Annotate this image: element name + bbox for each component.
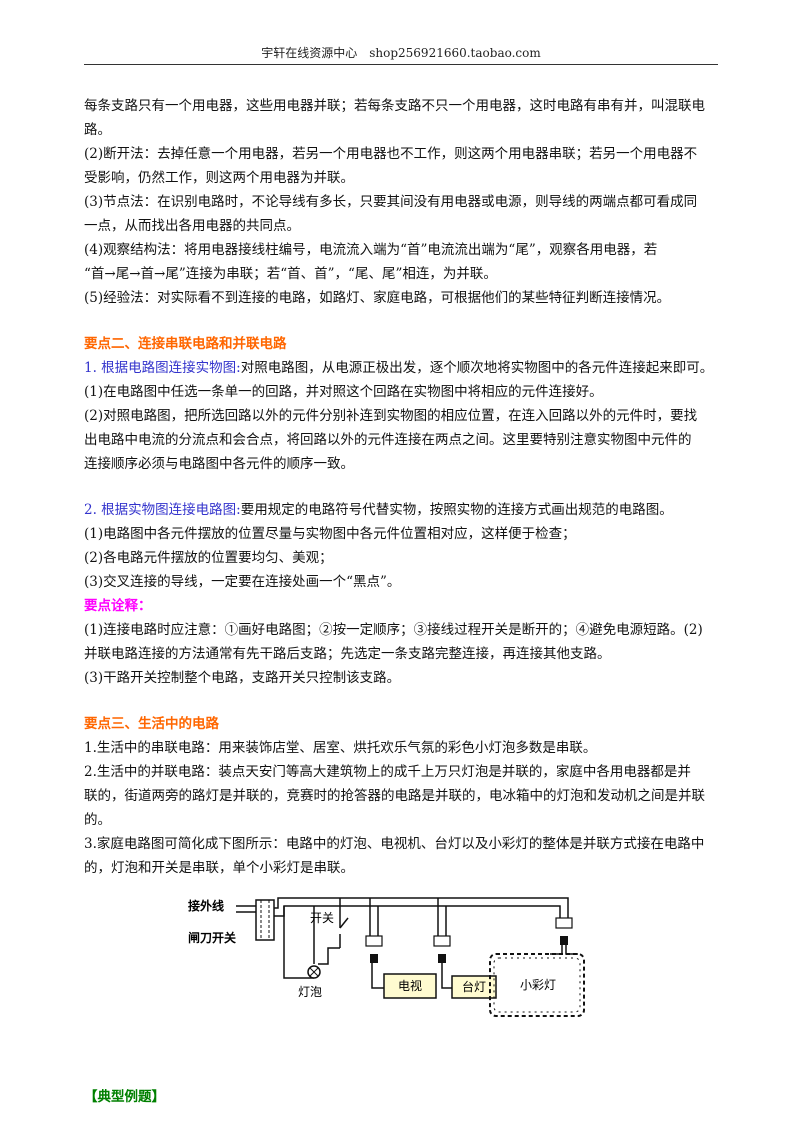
lamp-cord [441, 963, 452, 989]
paragraph-line: “首→尾→首→尾”连接为串联；若“首、首”，“尾、尾”相连，为并联。 [84, 266, 497, 282]
paragraph-line: (4)观察结构法：将用电器接线柱编号，电流流入端为“首”电流流出端为“尾”，观察… [84, 242, 658, 258]
paragraph-line: (2)各电路元件摆放的位置要均匀、美观； [84, 550, 333, 566]
tv-box [383, 973, 437, 999]
xmas-light-loop [493, 957, 581, 1013]
item-2-text: 要用规定的电路符号代替实物，按照实物的连接方式画出规范的电路图。 [240, 502, 673, 518]
paragraph-line: 联的，街道两旁的路灯是并联的，竞赛时的抢答器的电路是并联的，电冰箱中的灯泡和发动… [84, 788, 705, 804]
label-xmas-lights: 小彩灯 [520, 978, 556, 992]
header-text: 宇轩在线资源中心 shop256921660.taobao.com [261, 46, 541, 60]
label-lamp: 台灯 [462, 979, 486, 994]
label-switch: 开关 [310, 911, 334, 925]
section-title: 要点三、生活中的电路 [84, 716, 219, 732]
switch-wire [318, 947, 340, 965]
page-header: 宇轩在线资源中心 shop256921660.taobao.com [84, 42, 718, 65]
paragraph-line: 3.家庭电路图可简化成下图所示：电路中的灯泡、电视机、台灯以及小彩灯的整体是并联… [84, 836, 705, 852]
knife-switch-box [255, 899, 275, 941]
bulb-branch-wire [283, 906, 314, 979]
paragraph-line: 每条支路只有一个用电器，这些用电器并联；若每条支路不只一个用电器，这时电路有串有… [84, 98, 705, 114]
paragraph-line: 1.生活中的串联电路：用来装饰店堂、居室、烘托欢乐气氛的彩色小灯泡多数是串联。 [84, 740, 597, 756]
switch-lever [339, 917, 349, 929]
lamp-plug [438, 954, 446, 963]
paragraph-line: (1)电路图中各元件摆放的位置尽量与实物图中各元件位置相对应，这样便于检查； [84, 526, 576, 542]
xmas-plug [560, 936, 568, 945]
tv-cord [371, 963, 384, 989]
paragraph-line: (3)节点法：在识别电路时，不论导线有多长，只要其间没有用电器或电源，则导线的两… [84, 194, 698, 210]
paragraph-line: 受影响，仍然工作，则这两个用电器为并联。 [84, 170, 354, 186]
paragraph-line: (3)交叉连接的导线，一定要在连接处画一个“黑点”。 [84, 574, 401, 590]
lamp-socket [433, 935, 451, 947]
section-title: 要点二、连接串联电路和并联电路 [84, 336, 287, 352]
section-daily-circuits: 要点三、生活中的电路 1.生活中的串联电路：用来装饰店堂、居室、烘托欢乐气氛的彩… [84, 712, 718, 880]
item-1-label: 1. 根据电路图连接实物图: [84, 360, 241, 376]
item-1-text: 对照电路图，从电源正极出发，逐个顺次地将实物图中的各元件连接起来即可。 [240, 360, 714, 376]
item-2: 2. 根据实物图连接电路图:要用规定的电路符号代替实物，按照实物的连接方式画出规… [84, 498, 718, 522]
item-1: 1. 根据电路图连接实物图:对照电路图，从电源正极出发，逐个顺次地将实物图中的各… [84, 356, 718, 380]
tv-plug [370, 954, 378, 963]
paragraph-line: 路。 [84, 122, 111, 138]
paragraph-line: (3)干路开关控制整个电路，支路开关只控制该支路。 [84, 670, 401, 686]
label-knife-switch: 闸刀开关 [188, 930, 236, 945]
item-2-label: 2. 根据实物图连接电路图: [84, 502, 241, 518]
xmas-light-loop [489, 953, 585, 1017]
circuit-diagram: 接外线 闸刀开关 灯泡 开关 [188, 897, 585, 1017]
paragraph-line: (2)断开法：去掉任意一个用电器，若另一个用电器也不工作，则这两个用电器串联；若… [84, 146, 698, 162]
section-connect-circuits: 要点二、连接串联电路和并联电路 1. 根据电路图连接实物图:对照电路图，从电源正… [84, 332, 718, 690]
tv-socket [365, 935, 383, 947]
lamp-box [451, 975, 497, 999]
section-identification-methods: 每条支路只有一个用电器，这些用电器并联；若每条支路不只一个用电器，这时电路有串有… [84, 94, 718, 310]
paragraph-line: (5)经验法：对实际看不到连接的电路，如路灯、家庭电路，可根据他们的某些特征判断… [84, 290, 671, 306]
paragraph-line: 连接顺序必须与电路图中各元件的顺序一致。 [84, 456, 354, 472]
label-external-wire: 接外线 [188, 898, 224, 913]
paragraph-line: 并联电路连接的方法通常有先干路后支路；先选定一条支路完整连接，再连接其他支路。 [84, 646, 611, 662]
xmas-cord [550, 945, 563, 955]
paragraph-line: 2.生活中的并联电路：装点天安门等高大建筑物上的成千上万只灯泡是并联的，家庭中各… [84, 764, 691, 780]
typical-examples-title: 【典型例题】 [84, 1089, 165, 1105]
xmas-cord [565, 945, 578, 955]
page-content: 每条支路只有一个用电器，这些用电器并联；若每条支路不只一个用电器，这时电路有串有… [84, 94, 718, 1109]
label-bulb: 灯泡 [298, 985, 322, 999]
main-line-live [274, 897, 569, 918]
paragraph-line: 的，灯泡和开关是串联，单个小彩灯是串联。 [84, 860, 354, 876]
note-title: 要点诠释： [84, 598, 152, 614]
xmas-socket [555, 917, 573, 929]
paragraph-line: 一点，从而找出各用电器的共同点。 [84, 218, 300, 234]
paragraph-line: (1)在电路图中任选一条单一的回路，并对照这个回路在实物图中将相应的元件连接好。 [84, 384, 603, 400]
paragraph-line: 的。 [84, 812, 111, 828]
paragraph-line: 出电路中电流的分流点和会合点，将回路以外的元件连接在两点之间。这里要特别注意实物… [84, 432, 692, 448]
household-circuit-figure: 接外线 闸刀开关 灯泡 开关 [84, 888, 718, 1063]
paragraph-line: (2)对照电路图，把所选回路以外的元件分别补连到实物图的相应位置，在连入回路以外… [84, 408, 698, 424]
label-tv: 电视 [398, 978, 422, 993]
paragraph-line: (1)连接电路时应注意：①画好电路图；②按一定顺序；③接线过程开关是断开的；④避… [84, 622, 703, 638]
bulb-icon [309, 967, 319, 977]
